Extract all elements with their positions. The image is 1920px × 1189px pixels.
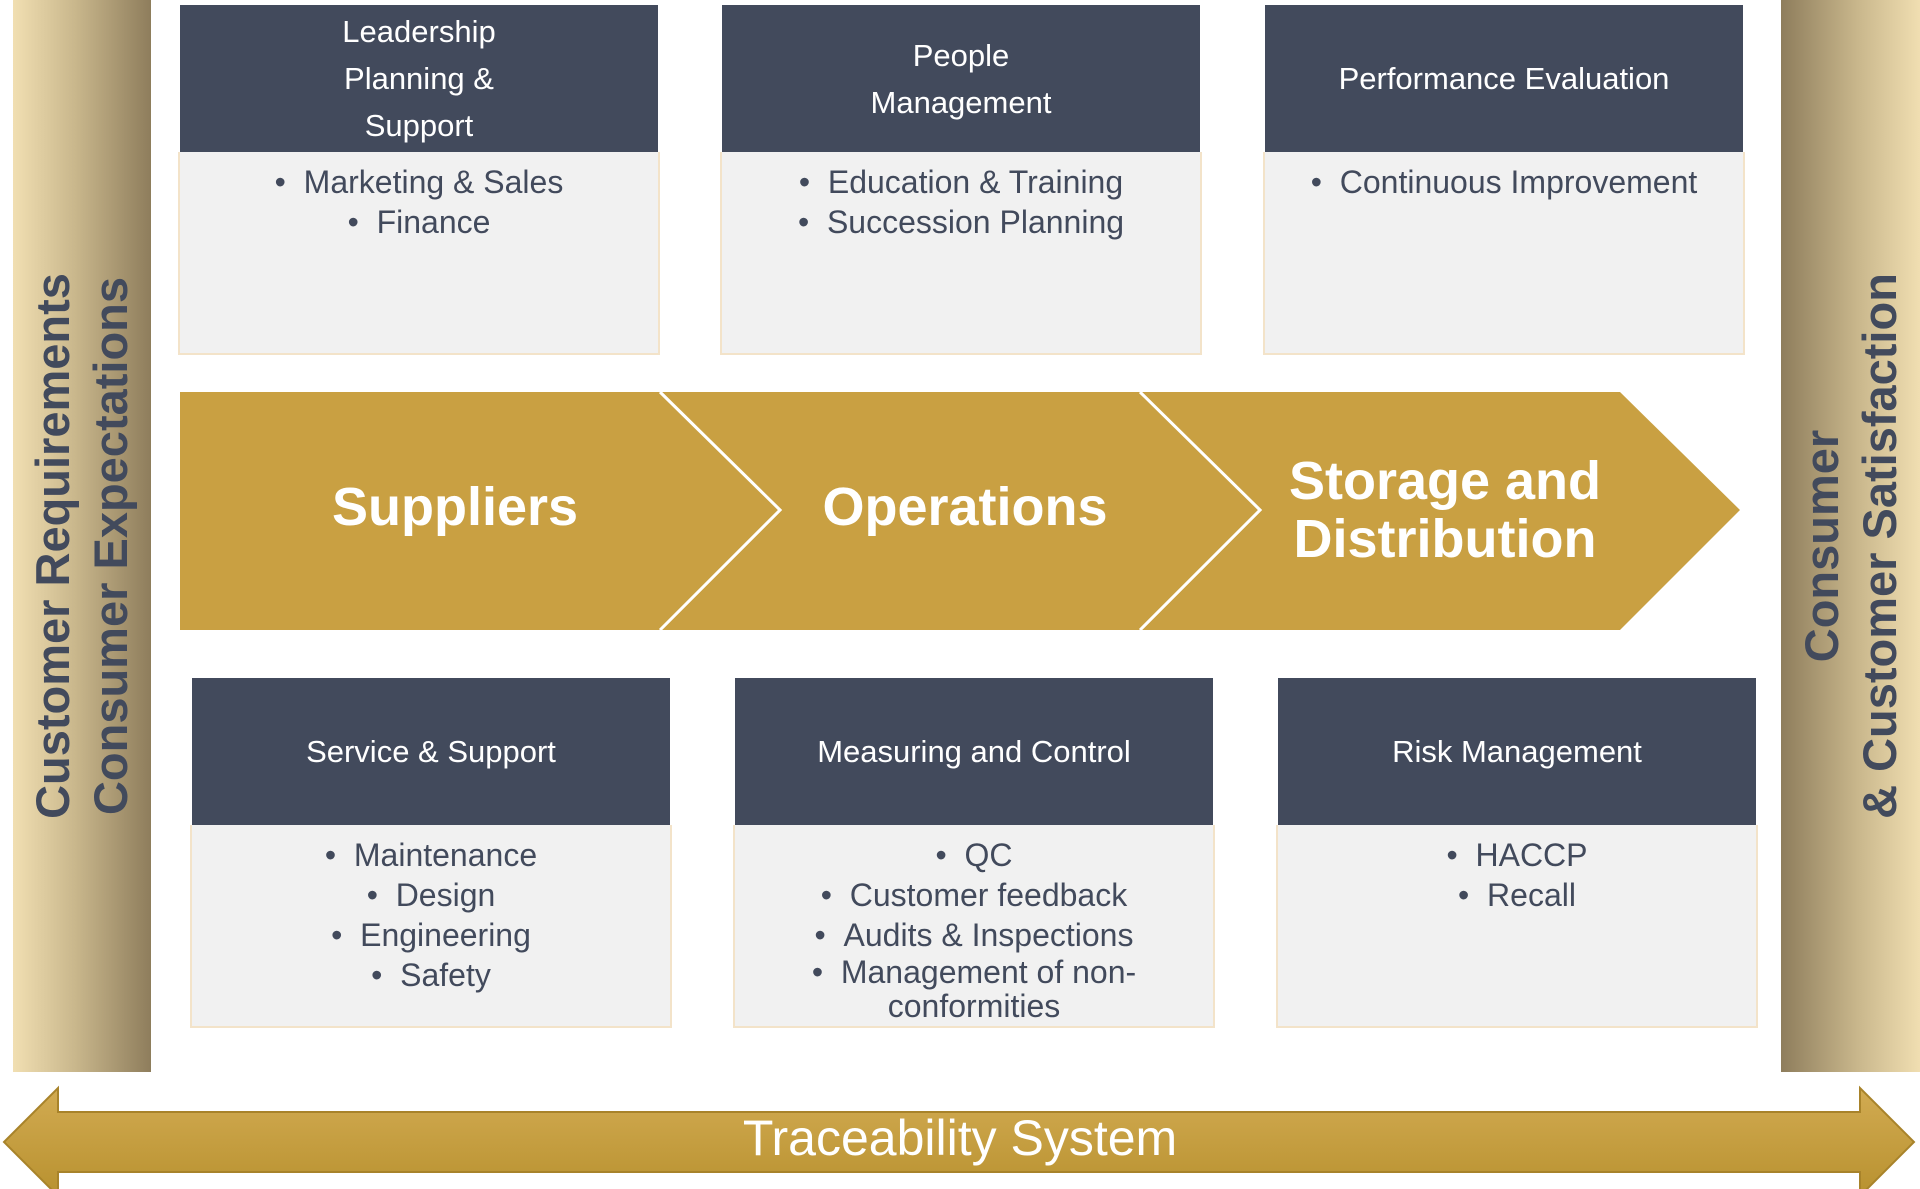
process-step-suppliers: Suppliers — [331, 477, 579, 537]
card-body: Continuous Improvement — [1263, 152, 1745, 355]
card-title: Risk Management — [1392, 734, 1642, 769]
list-item: Maintenance — [192, 835, 670, 875]
card-body: Education & Training Succession Planning — [720, 152, 1202, 355]
card-header: Risk Management — [1278, 678, 1756, 825]
chevron-divider — [658, 390, 783, 632]
list-item: Education & Training — [722, 162, 1200, 202]
card-title: Performance Evaluation — [1338, 61, 1670, 96]
list-item: HACCP — [1278, 835, 1756, 875]
list-item: Engineering — [192, 915, 670, 955]
left-sidebar: Customer Requirements Consumer Expectati… — [13, 0, 151, 1072]
chevron-operations — [662, 392, 1260, 630]
chevron-suppliers — [180, 392, 780, 630]
list-item: QC — [735, 835, 1213, 875]
card-body: HACCP Recall — [1276, 825, 1758, 1028]
card-title: Measuring and Control — [817, 734, 1131, 769]
card-title: Service & Support — [306, 734, 556, 769]
list-item: Design — [192, 875, 670, 915]
process-step-storage-distribution: Storage and Distribution — [1288, 451, 1602, 569]
list-item: Recall — [1278, 875, 1756, 915]
card-header: Measuring and Control — [735, 678, 1213, 825]
card-measuring-control: Measuring and Control QC Customer feedba… — [733, 678, 1215, 1028]
card-body: Maintenance Design Engineering Safety — [190, 825, 672, 1028]
card-performance-evaluation: Performance Evaluation Continuous Improv… — [1263, 5, 1745, 355]
card-people-management: People Management Education & Training S… — [720, 5, 1202, 355]
card-title: People Management — [870, 37, 1052, 120]
chevron-divider — [1138, 390, 1263, 632]
card-list: Maintenance Design Engineering Safety — [192, 835, 670, 995]
card-list: Continuous Improvement — [1265, 162, 1743, 202]
process-step-operations: Operations — [822, 477, 1108, 537]
list-item: Management of non-conformities — [804, 955, 1144, 1023]
card-list: Education & Training Succession Planning — [722, 162, 1200, 242]
card-header: Performance Evaluation — [1265, 5, 1743, 152]
card-list: HACCP Recall — [1278, 835, 1756, 915]
card-risk-management: Risk Management HACCP Recall — [1276, 678, 1758, 1028]
list-item: Audits & Inspections — [735, 915, 1213, 955]
list-item: Safety — [192, 955, 670, 995]
right-sidebar: Consumer & Customer Satisfaction — [1781, 0, 1920, 1072]
card-list: QC Customer feedback Audits & Inspection… — [735, 835, 1213, 1023]
list-item: Continuous Improvement — [1265, 162, 1743, 202]
list-item: Customer feedback — [735, 875, 1213, 915]
card-header: Leadership Planning & Support — [180, 5, 658, 152]
card-body: Marketing & Sales Finance — [178, 152, 660, 355]
chevron-storage-distribution — [1142, 392, 1740, 630]
card-service-support: Service & Support Maintenance Design Eng… — [190, 678, 672, 1028]
card-leadership: Leadership Planning & Support Marketing … — [178, 5, 660, 355]
traceability-label: Traceability System — [742, 1110, 1178, 1166]
double-arrow-shape — [2, 1085, 1916, 1189]
card-header: People Management — [722, 5, 1200, 152]
list-item: Marketing & Sales — [180, 162, 658, 202]
card-list: Marketing & Sales Finance — [180, 162, 658, 242]
list-item: Finance — [180, 202, 658, 242]
card-header: Service & Support — [192, 678, 670, 825]
card-title: Leadership Planning & Support — [342, 14, 496, 143]
list-item: Succession Planning — [722, 202, 1200, 242]
card-body: QC Customer feedback Audits & Inspection… — [733, 825, 1215, 1028]
